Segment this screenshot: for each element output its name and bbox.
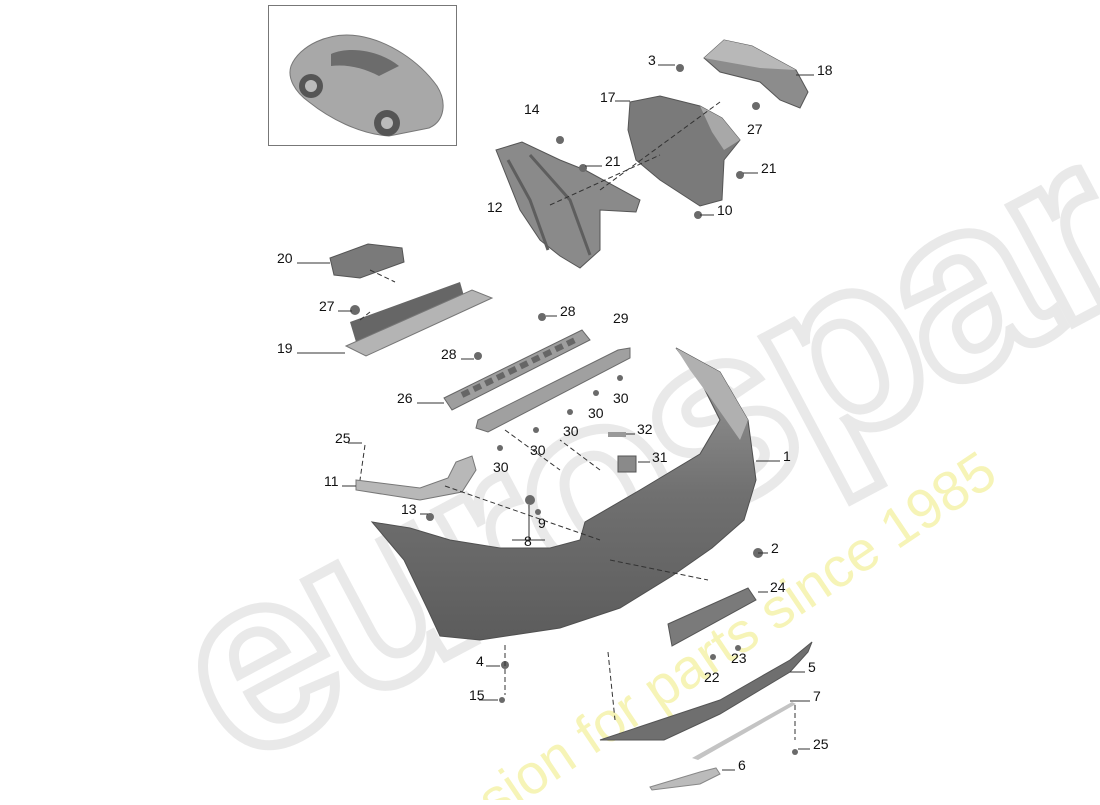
callout-label-15[interactable]: 15 [469,687,485,703]
callout-label-27b[interactable]: 27 [319,298,335,314]
part-31-sensor-holder[interactable] [617,455,637,473]
part-7-strip[interactable] [692,702,796,760]
callout-label-31[interactable]: 31 [652,449,668,465]
callout-label-8[interactable]: 8 [524,533,532,549]
callout-label-11[interactable]: 11 [324,473,339,489]
callout-label-30d[interactable]: 30 [530,442,546,458]
callout-label-7[interactable]: 7 [813,688,821,704]
callout-label-25a[interactable]: 25 [335,430,351,446]
callout-label-20[interactable]: 20 [277,250,293,266]
callout-label-25b[interactable]: 25 [813,736,829,752]
callout-label-9[interactable]: 9 [538,515,546,531]
callout-label-6[interactable]: 6 [738,757,746,773]
callout-label-2[interactable]: 2 [771,540,779,556]
part-26-carrier[interactable] [443,329,591,411]
assembly-lines [359,101,796,740]
callout-label-23[interactable]: 23 [731,650,747,666]
callout-label-21b[interactable]: 21 [761,160,777,176]
callout-label-13[interactable]: 13 [401,501,417,517]
callout-label-32[interactable]: 32 [637,421,653,437]
part-18-bracket[interactable] [703,39,809,109]
part-24-license-mount[interactable] [667,587,757,647]
callout-label-3[interactable]: 3 [648,52,656,68]
callout-label-26[interactable]: 26 [397,390,413,406]
callout-label-5[interactable]: 5 [808,659,816,675]
callout-label-28b[interactable]: 28 [441,346,457,362]
callout-label-10[interactable]: 10 [717,202,733,218]
part-12-frame[interactable] [495,141,641,269]
callout-label-24[interactable]: 24 [770,579,786,595]
fasteners [350,64,798,755]
callout-label-30a[interactable]: 30 [613,390,629,406]
callout-label-19[interactable]: 19 [277,340,293,356]
part-29-beam[interactable] [475,347,631,433]
callout-label-1[interactable]: 1 [783,448,791,464]
leader-lines [297,64,814,771]
callout-label-29[interactable]: 29 [613,310,629,326]
part-1-bumper-cover[interactable] [370,347,757,641]
part-17-panel[interactable] [627,95,741,207]
callout-label-28a[interactable]: 28 [560,303,576,319]
part-19-plate[interactable] [344,282,494,357]
callout-label-18[interactable]: 18 [817,62,833,78]
callout-label-4[interactable]: 4 [476,653,484,669]
callout-label-30e[interactable]: 30 [493,459,509,475]
part-6-trim[interactable] [649,767,721,791]
part-5-diffuser[interactable] [599,641,813,741]
callout-label-21a[interactable]: 21 [605,153,621,169]
callout-label-12[interactable]: 12 [487,199,503,215]
part-20-pad[interactable] [329,243,405,279]
callout-label-17[interactable]: 17 [600,89,616,105]
callout-label-14[interactable]: 14 [524,101,540,117]
part-32-clip[interactable] [608,432,626,437]
car-overview-thumbnail [268,5,457,146]
part-11-bracket[interactable] [355,455,477,501]
callout-label-30c[interactable]: 30 [563,423,579,439]
callout-label-22[interactable]: 22 [704,669,720,685]
callout-label-30b[interactable]: 30 [588,405,604,421]
callout-label-27a[interactable]: 27 [747,121,763,137]
